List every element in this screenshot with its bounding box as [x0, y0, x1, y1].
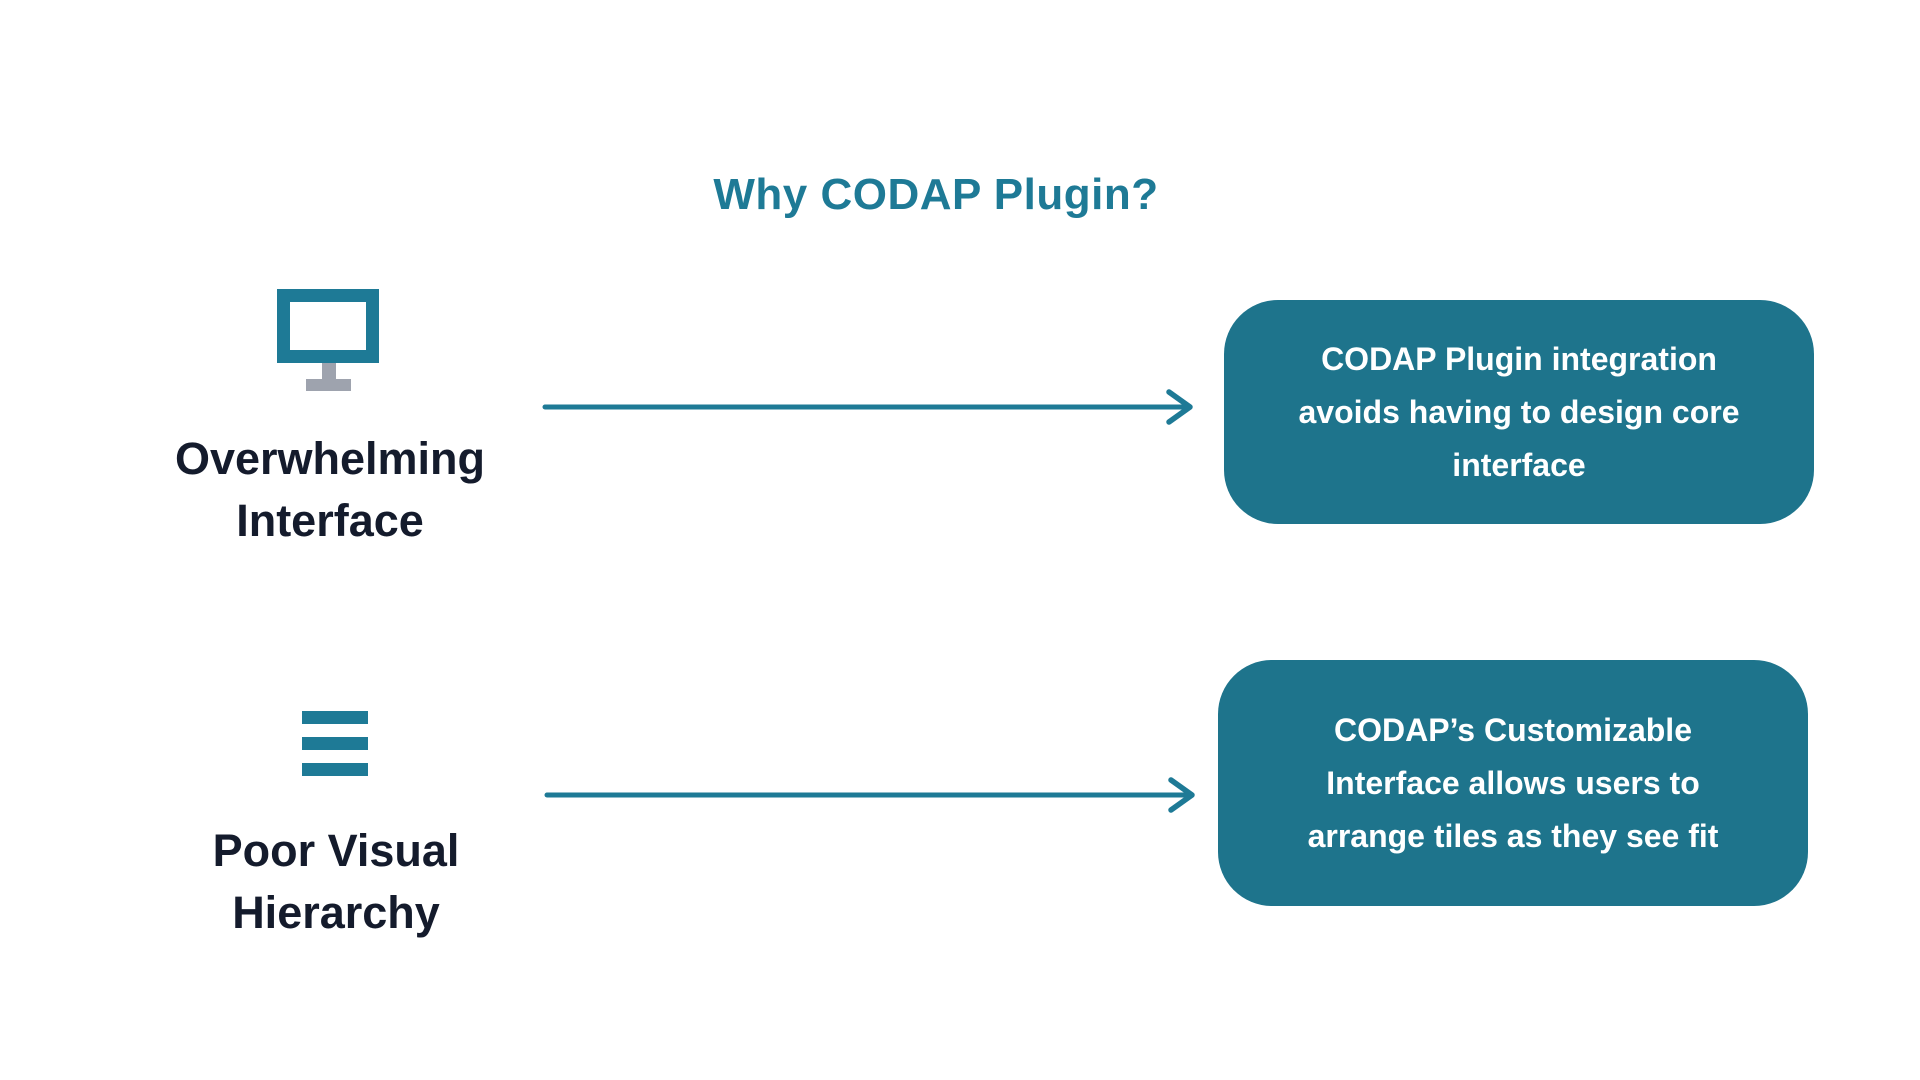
info-box-line: CODAP’s Customizable: [1334, 711, 1692, 748]
monitor-screen: [277, 289, 379, 363]
menu-bar: [302, 711, 368, 724]
menu-bar: [302, 737, 368, 750]
arrow-right-icon: [542, 389, 1193, 425]
info-box-line: CODAP Plugin integration: [1321, 340, 1717, 377]
menu-bar: [302, 763, 368, 776]
label-line: Hierarchy: [232, 887, 440, 938]
label-poor-visual-hierarchy: Poor Visual Hierarchy: [126, 820, 546, 944]
info-box-plugin-integration: CODAP Plugin integration avoids having t…: [1224, 300, 1814, 524]
info-box-line: arrange tiles as they see fit: [1307, 817, 1719, 854]
label-line: Poor Visual: [212, 825, 460, 876]
page-title: Why CODAP Plugin?: [713, 170, 1159, 219]
monitor-stand-neck: [322, 363, 336, 379]
info-box-line: interface: [1452, 446, 1586, 483]
info-box-line: Interface allows users to: [1326, 764, 1700, 801]
info-box-line: avoids having to design core: [1298, 393, 1740, 430]
label-line: Overwhelming: [174, 433, 486, 484]
label-line: Interface: [236, 495, 424, 546]
info-box-customizable-interface: CODAP’s Customizable Interface allows us…: [1218, 660, 1808, 906]
monitor-stand-base: [306, 379, 351, 391]
label-overwhelming-interface: Overwhelming Interface: [120, 428, 540, 552]
arrow-right-icon: [544, 777, 1195, 813]
menu-icon: [302, 711, 368, 776]
